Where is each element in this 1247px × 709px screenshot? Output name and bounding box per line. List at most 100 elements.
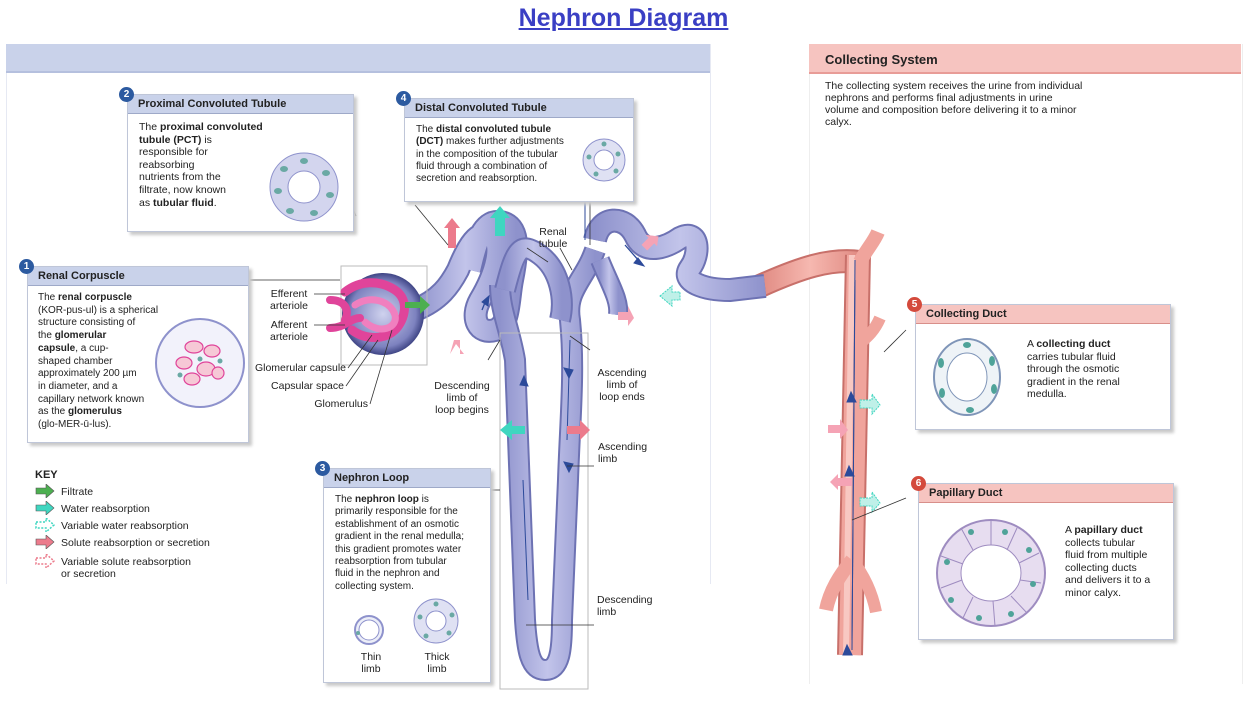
text-line: reabsorption from tubular: [335, 556, 447, 568]
corpuscle-outline: [340, 265, 428, 366]
glomerulus-cross-section-icon: [155, 318, 245, 408]
text-line: secretion and reabsorption.: [416, 173, 538, 185]
flow-arrows: [481, 200, 857, 656]
dct-cross-section-icon: [582, 138, 626, 182]
renal-tubule-label: Renal tubule: [538, 226, 568, 250]
text-line: establishment of an osmotic: [335, 518, 459, 530]
text-line: approximately 200 µm: [38, 368, 137, 380]
key-item-label: Water reabsorption: [61, 503, 150, 515]
text-line: The distal convoluted tubule: [416, 124, 552, 135]
descending-limb-begins-label: Descending limb of loop begins: [434, 380, 490, 416]
pct-box-title: Proximal Convoluted Tubule: [128, 95, 353, 114]
nephron-loop-tube: [489, 237, 629, 682]
dct-number-badge: 4: [396, 91, 411, 106]
left-panel-header-bar: [6, 44, 710, 73]
text-line: tubule (PCT) is: [139, 133, 212, 146]
text-line: The proximal convoluted: [139, 121, 263, 133]
renal-corpuscle-graphic: [326, 273, 430, 355]
dct-box-text: The distal convoluted tubule(DCT) makes …: [416, 124, 591, 185]
text-line: capillary network known: [38, 393, 145, 405]
papillary-duct-cross-section-icon: [936, 519, 1046, 627]
text-line: reabsorbing: [139, 158, 195, 171]
text-line: fluid from multiple: [1065, 549, 1148, 562]
text-line: The nephron loop is: [335, 494, 429, 505]
text-line: gradient in the renal: [1027, 375, 1120, 388]
nephron-loop-box-title: Nephron Loop: [324, 469, 490, 488]
thin-limb-label: Thin limb: [360, 651, 382, 675]
text-line: (DCT) makes further adjustments: [416, 136, 564, 148]
text-line: (KOR-pus-ul) is a spherical: [38, 304, 159, 316]
text-line: carries tubular fluid: [1027, 350, 1116, 363]
key-item-label: Variable solute reabsorption or secretio…: [61, 556, 191, 580]
thick-limb-icon: [413, 598, 459, 644]
text-line: the glomerular: [38, 330, 107, 342]
key-arrow-icon: [35, 554, 55, 568]
text-line: structure consisting of: [38, 317, 136, 329]
text-line: minor calyx.: [1065, 586, 1122, 599]
thin-limb-icon: [354, 615, 384, 645]
renal-corpuscle-box-title: Renal Corpuscle: [28, 267, 248, 286]
text-line: primarily responsible for the: [335, 506, 458, 518]
dct-box: Distal Convoluted Tubule The distal conv…: [404, 98, 634, 202]
text-line: fluid through a combination of: [416, 160, 548, 172]
glomerulus-label: Glomerulus: [314, 398, 368, 410]
page-title: Nephron Diagram: [518, 4, 729, 32]
text-line: filtrate, now known: [139, 183, 226, 196]
text-line: gradient in the renal medulla;: [335, 531, 464, 543]
text-line: in the composition of the tubular: [416, 148, 558, 160]
dct-tube: [583, 208, 767, 303]
text-line: in diameter, and a: [38, 380, 118, 392]
collecting-duct-number-badge: 5: [907, 297, 922, 312]
key-item-label: Filtrate: [61, 486, 94, 498]
papillary-duct-box-title: Papillary Duct: [919, 484, 1173, 503]
text-line: this gradient promotes water: [335, 543, 462, 555]
text-line: (glo-MER-ū-lus).: [38, 419, 112, 431]
text-line: medulla.: [1027, 388, 1067, 401]
text-line: and delivers it to a: [1065, 574, 1151, 587]
right-panel-frame: [809, 44, 1243, 684]
afferent-arteriole-label: Afferent arteriole: [270, 319, 308, 343]
key-item-label: Solute reabsorption or secretion: [61, 537, 210, 549]
collecting-system-header-bar: [809, 44, 1241, 74]
renal-corpuscle-number-badge: 1: [19, 259, 34, 274]
text-line: responsible for: [139, 146, 208, 159]
dct-box-title: Distal Convoluted Tubule: [405, 99, 633, 118]
glomerular-capsule-label: Glomerular capsule: [254, 362, 346, 374]
key-arrow-icon: [35, 535, 55, 549]
text-line: fluid in the nephron and: [335, 568, 440, 580]
collecting-duct-box-title: Collecting Duct: [916, 305, 1170, 324]
collecting-system-title: Collecting System: [825, 52, 938, 67]
collecting-duct-tube: [755, 229, 886, 656]
key-item-label: Variable water reabsorption: [61, 520, 189, 532]
pct-box: Proximal Convoluted Tubule The proximal …: [127, 94, 354, 232]
key-title: KEY: [35, 469, 58, 481]
descending-limb-label: Descending limb: [597, 594, 653, 618]
pct-number-badge: 2: [119, 87, 134, 102]
renal-corpuscle-box-text: The renal corpuscle(KOR-pus-ul) is a sph…: [38, 292, 173, 432]
ascending-limb-ends-label: Ascending limb of loop ends: [597, 367, 647, 403]
ascending-limb-label: Ascending limb: [598, 441, 648, 465]
transport-arrows: [444, 206, 881, 514]
efferent-arteriole-label: Efferent arteriole: [270, 288, 308, 312]
papillary-duct-number-badge: 6: [911, 476, 926, 491]
pct-cross-section-icon: [269, 152, 339, 222]
text-line: nutrients from the: [139, 171, 221, 184]
nephron-loop-number-badge: 3: [315, 461, 330, 476]
renal-corpuscle-box: Renal Corpuscle The renal corpuscle(KOR-…: [27, 266, 249, 443]
leader-lines: [250, 202, 907, 626]
loop-outline: [499, 332, 589, 690]
text-line: A papillary duct: [1065, 524, 1143, 536]
text-line: capsule, a cup-: [38, 342, 109, 354]
text-line: A collecting duct: [1027, 338, 1111, 350]
text-line: The renal corpuscle: [38, 292, 132, 303]
key-arrow-icon: [35, 501, 55, 515]
text-line: collects tubular: [1065, 536, 1136, 549]
collecting-duct-cross-section-icon: [933, 338, 1001, 416]
text-line: collecting system.: [335, 580, 414, 592]
text-line: collecting ducts: [1065, 561, 1137, 574]
